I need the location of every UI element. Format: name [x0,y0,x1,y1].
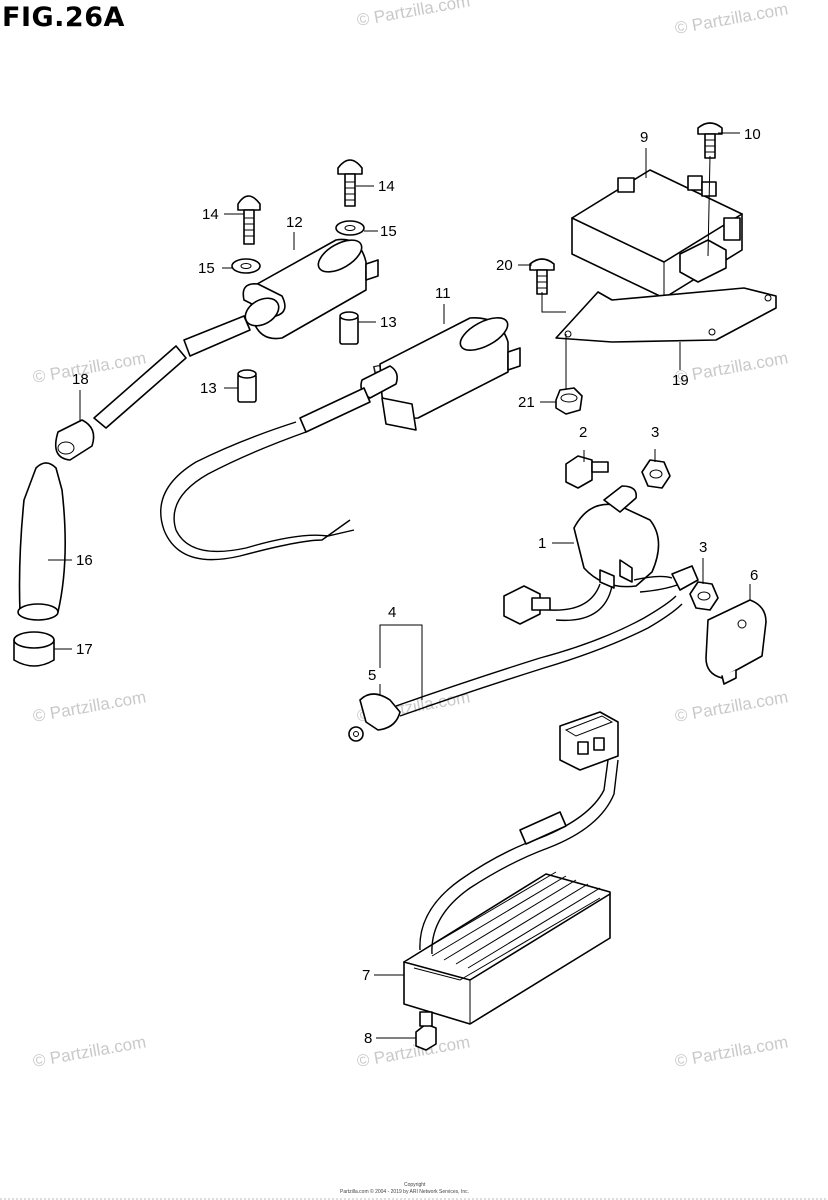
part-collar-13-upper [339,311,359,345]
watermark: © Partzilla.com [31,1032,147,1071]
part-bracket [555,287,777,343]
part-bolt-14-right [337,159,363,207]
callout-3-lower: 3 [699,539,707,556]
callout-1: 1 [538,535,546,552]
callout-2: 2 [579,424,587,441]
callout-13-lower: 13 [200,380,217,397]
part-washer-15-right [335,220,365,236]
part-lead-wire-4 [395,595,683,717]
callout-labels: 1 2 3 3 4 5 6 7 8 9 10 11 12 13 13 14 14… [72,126,761,1047]
callout-20: 20 [496,257,513,274]
copyright-line-1: Copyright [404,1182,426,1188]
part-bolt-14-left [237,195,261,245]
callout-14-right: 14 [378,178,395,195]
plug-wire-11 [160,421,351,561]
copyright-line-2: Partzilla.com © 2004 - 2019 by ARI Netwo… [340,1188,469,1195]
callout-17: 17 [76,641,93,658]
part-nut-21 [555,387,583,415]
callout-4: 4 [388,604,396,621]
callout-10: 10 [744,126,761,143]
callout-5: 5 [368,667,376,684]
figure-title: FIG.26A [2,2,125,33]
part-screw-20 [529,258,555,295]
part-starter-relay [573,485,660,589]
part-ignition-coil-11 [299,317,521,433]
callout-13-upper: 13 [380,314,397,331]
watermark: © Partzilla.com [31,348,147,387]
part-screw-10 [697,122,723,159]
callout-3-upper: 3 [651,424,659,441]
callout-15-right: 15 [380,223,397,240]
callout-8: 8 [364,1030,372,1047]
watermark: © Partzilla.com [673,0,789,38]
regulator-wire [419,759,609,951]
part-cable-18 [93,345,187,429]
part-ignition-coil-12 [183,238,379,357]
callout-9: 9 [640,129,648,146]
part-bolt-8 [415,1011,437,1051]
watermark: © Partzilla.com [673,348,789,387]
part-washer-15-left [231,258,261,274]
callout-15-left: 15 [198,260,215,277]
callout-7: 7 [362,967,370,984]
watermark: © Partzilla.com [673,1032,789,1071]
watermark: © Partzilla.com [355,0,471,30]
part-bolt-2 [565,455,609,489]
callout-18: 18 [72,371,89,388]
part-terminal-5 [348,693,401,742]
callout-12: 12 [286,214,303,231]
regulator-connector [559,711,619,771]
part-igniter-unit [571,169,743,299]
part-cover-6 [705,599,767,685]
part-seal-17 [13,631,55,667]
callout-6: 6 [750,567,758,584]
watermarks: © Partzilla.com © Partzilla.com © Partzi… [31,0,789,1071]
relay-connector [503,585,551,625]
relay-wire [549,583,601,611]
part-nut-3-upper [641,459,671,489]
part-regulator-rectifier [403,871,611,1025]
part-collar-13-lower [237,369,257,403]
callout-21: 21 [518,394,535,411]
watermark: © Partzilla.com [31,687,147,726]
part-boot-16 [17,462,66,621]
part-nut-3-lower [689,581,719,611]
callout-14-left: 14 [202,206,219,223]
watermark: © Partzilla.com [673,687,789,726]
leader-lines [48,132,751,1039]
callout-19: 19 [672,372,689,389]
callout-16: 16 [76,552,93,569]
callout-11: 11 [435,285,451,302]
part-plug-cap-18 [54,419,95,461]
